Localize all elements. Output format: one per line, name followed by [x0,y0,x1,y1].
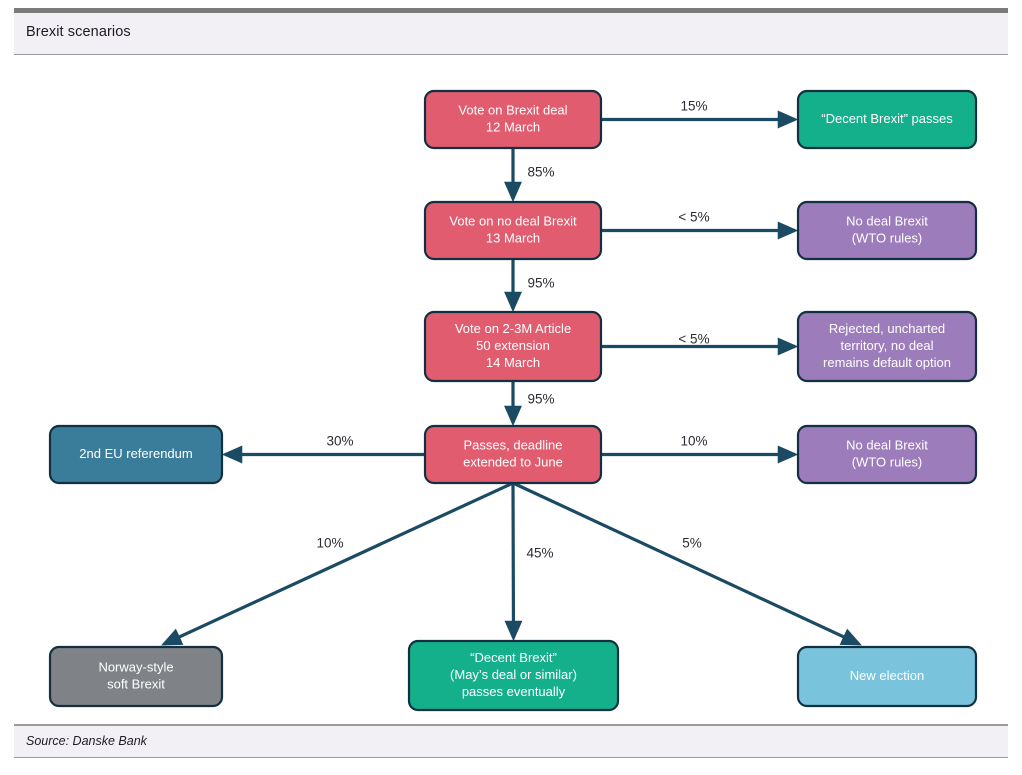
node-label-vote_deal: 12 March [486,119,540,134]
flow-edge-passes-to-norway [161,481,514,646]
flow-node-no_deal_wto_1[interactable]: No deal Brexit (WTO rules) [796,200,978,261]
node-label-vote_article50: 14 March [486,355,540,370]
flow-edge-passes-to-new_election [512,481,862,646]
node-label-rejected: remains default option [823,355,951,370]
edges-layer [161,110,862,646]
node-box-vote_article50[interactable] [423,310,603,383]
node-label-rejected: territory, no deal [841,338,934,353]
page-title: Brexit scenarios [26,24,131,40]
node-label-decent_passes: “Decent Brexit” passes [821,111,953,126]
flow-node-vote_article50[interactable]: Vote on 2-3M Article 50 extension 14 March [423,310,603,383]
node-label-passes: Passes, deadline [463,437,562,452]
node-box-decent_eventual[interactable] [407,639,620,712]
edge-label-passes-to-new_election: 5% [682,536,702,551]
edge-label-vote_article50-to-passes: 95% [527,392,554,407]
edge-label-passes-to-no_deal_wto_2: 10% [680,434,707,449]
node-label-vote_article50: 50 extension [476,338,550,353]
flow-node-decent_eventual[interactable]: “Decent Brexit” (May’s deal or similar) pa… [407,639,620,712]
node-label-no_deal_wto_1: No deal Brexit [846,213,928,228]
node-label-decent_eventual: (May’s deal or similar) [450,667,577,682]
node-label-norway: soft Brexit [107,676,165,691]
node-label-vote_article50: Vote on 2-3M Article [455,321,571,336]
node-box-referendum[interactable] [48,424,224,485]
flow-node-new_election[interactable]: New election [796,645,978,708]
edge-label-passes-to-decent_eventual: 45% [526,546,553,561]
node-label-decent_eventual: “Decent Brexit” [470,650,557,665]
flow-edge-passes-to-decent_eventual [504,482,523,642]
node-label-new_election: New election [850,668,924,683]
edge-label-vote_deal-to-decent_passes: 15% [680,99,707,114]
diagram-canvas: Vote on Brexit deal 12 March “Decent Brexi… [0,56,1022,721]
node-label-no_deal_wto_1: (WTO rules) [852,230,923,245]
flow-node-decent_passes[interactable]: “Decent Brexit” passes [796,89,978,150]
flow-node-vote_deal[interactable]: Vote on Brexit deal 12 March [423,89,603,150]
flow-node-norway[interactable]: Norway-style soft Brexit [48,645,224,708]
node-box-no_deal_wto_1[interactable] [796,200,978,261]
edge-label-vote_deal-to-vote_no_deal: 85% [527,165,554,180]
node-box-vote_deal[interactable] [423,89,603,150]
node-label-vote_deal: Vote on Brexit deal [458,102,567,117]
node-label-rejected: Rejected, uncharted [829,321,945,336]
node-box-norway[interactable] [48,645,224,708]
source-note: Source: Danske Bank [26,734,147,748]
flow-node-rejected[interactable]: Rejected, uncharted territory, no deal rem… [796,310,978,383]
edge-label-passes-to-norway: 10% [316,536,343,551]
node-label-decent_eventual: passes eventually [462,684,566,699]
node-label-vote_no_deal: 13 March [486,230,540,245]
node-box-decent_passes[interactable] [796,89,978,150]
flow-node-referendum[interactable]: 2nd EU referendum [48,424,224,485]
flow-node-no_deal_wto_2[interactable]: No deal Brexit (WTO rules) [796,424,978,485]
node-box-rejected[interactable] [796,310,978,383]
edge-label-vote_no_deal-to-no_deal_wto_1: < 5% [678,210,709,225]
panel-top-rule [14,8,1008,13]
chart-footer: Source: Danske Bank [14,726,1008,758]
flow-node-passes[interactable]: Passes, deadline extended to June [423,424,603,485]
node-label-no_deal_wto_2: No deal Brexit [846,437,928,452]
edge-label-passes-to-referendum: 30% [326,434,353,449]
node-box-no_deal_wto_2[interactable] [796,424,978,485]
node-box-passes[interactable] [423,424,603,485]
nodes-layer: Vote on Brexit deal 12 March “Decent Brexi… [48,89,978,712]
node-label-passes: extended to June [463,454,563,469]
edge-labels-layer: 15% 85% < 5% 95% < 5% 95% 30% 10% 10% 45% 5% [316,99,709,561]
flow-node-vote_no_deal[interactable]: Vote on no deal Brexit 13 March [423,200,603,261]
flowchart-svg: Vote on Brexit deal 12 March “Decent Brexi… [48,89,978,712]
edge-label-vote_article50-to-rejected: < 5% [678,332,709,347]
chart-header: Brexit scenarios [14,13,1008,55]
node-label-referendum: 2nd EU referendum [79,446,192,461]
edge-label-vote_no_deal-to-vote_article50: 95% [527,276,554,291]
node-label-vote_no_deal: Vote on no deal Brexit [449,213,577,228]
node-label-no_deal_wto_2: (WTO rules) [852,454,923,469]
footer-rule [14,724,1008,726]
node-box-new_election[interactable] [796,645,978,708]
node-box-vote_no_deal[interactable] [423,200,603,261]
node-label-norway: Norway-style [98,659,173,674]
